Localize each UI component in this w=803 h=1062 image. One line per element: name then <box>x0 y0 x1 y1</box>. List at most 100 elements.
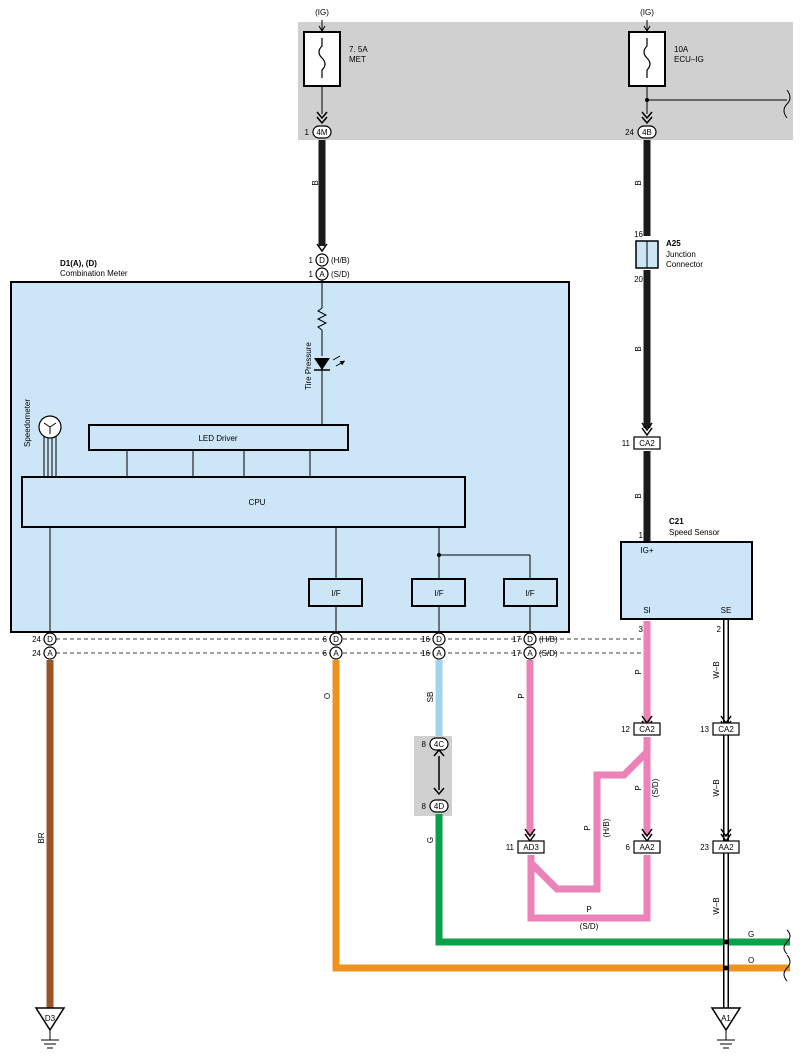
interface-block-2 <box>411 578 466 607</box>
svg-text:IG+: IG+ <box>640 546 653 555</box>
svg-text:20: 20 <box>634 275 643 284</box>
svg-text:P: P <box>583 825 592 830</box>
svg-text:O: O <box>323 693 332 699</box>
ground-d3-icon <box>34 1007 66 1032</box>
pin-4m-number: 1 <box>305 128 310 137</box>
svg-text:P: P <box>634 785 643 790</box>
svg-text:2: 2 <box>717 625 722 634</box>
svg-text:1: 1 <box>639 531 644 540</box>
svg-text:13: 13 <box>700 725 709 734</box>
led-driver-label: LED Driver <box>198 434 237 443</box>
connector-aa2-23 <box>712 840 740 854</box>
meter-pin-6a <box>329 646 343 660</box>
svg-text:BR: BR <box>37 832 46 843</box>
wire-g <box>435 814 790 946</box>
svg-text:(S/D): (S/D) <box>580 922 599 931</box>
svg-text:AD3: AD3 <box>523 843 539 852</box>
svg-text:W–B: W–B <box>712 661 721 678</box>
svg-text:I/F: I/F <box>525 589 534 598</box>
wire-break-orange <box>783 954 791 982</box>
svg-text:CA2: CA2 <box>718 725 734 734</box>
cpu-block <box>21 476 466 528</box>
svg-text:8: 8 <box>422 802 427 811</box>
meter-pin-d-variant: (H/B) <box>331 256 350 265</box>
resistor-icon <box>316 307 328 331</box>
ig-label-right: (IG) <box>640 8 654 17</box>
svg-text:16: 16 <box>421 635 430 644</box>
meter-pin-24a <box>43 646 57 660</box>
fuse-ecu-rating: 10A <box>674 45 689 54</box>
svg-text:I/F: I/F <box>434 589 443 598</box>
svg-text:D: D <box>527 635 533 644</box>
svg-text:3: 3 <box>639 625 644 634</box>
svg-text:B: B <box>634 493 643 498</box>
svg-text:B: B <box>634 180 643 185</box>
svg-text:D3: D3 <box>45 1014 56 1023</box>
meter-pin-17a <box>523 646 537 660</box>
meter-pin-24d <box>43 632 57 646</box>
tire-pressure-label: Tire Pressure <box>304 342 313 390</box>
led-icon <box>314 358 330 370</box>
svg-text:D: D <box>319 256 325 265</box>
wire-break-right-top <box>783 89 791 119</box>
pin-4b-number: 24 <box>625 128 634 137</box>
meter-pin-d-number: 1 <box>309 256 314 265</box>
svg-text:24: 24 <box>32 635 41 644</box>
speed-sensor-code: C21 <box>669 517 684 526</box>
svg-text:A1: A1 <box>721 1014 731 1023</box>
svg-text:(S/D): (S/D) <box>539 649 558 658</box>
meter-pin-16d <box>432 632 446 646</box>
meter-pin-16a <box>432 646 446 660</box>
svg-text:24: 24 <box>32 649 41 658</box>
svg-text:SI: SI <box>643 606 651 615</box>
meter-pin-a-variant: (S/D) <box>331 270 350 279</box>
ground-a1-icon <box>710 1007 742 1032</box>
meter-pin-6d <box>329 632 343 646</box>
svg-text:11: 11 <box>506 843 515 852</box>
wire-o <box>332 660 790 972</box>
svg-text:A: A <box>47 649 53 658</box>
svg-text:4D: 4D <box>434 802 444 811</box>
connector-ca2-13 <box>712 722 740 736</box>
svg-text:A: A <box>527 649 533 658</box>
wire-label-b1: B <box>311 180 320 185</box>
svg-text:11: 11 <box>622 439 631 448</box>
connector-4d <box>429 799 449 813</box>
svg-text:D: D <box>436 635 442 644</box>
cpu-label: CPU <box>249 498 266 507</box>
svg-text:12: 12 <box>621 725 630 734</box>
svg-text:SE: SE <box>721 606 732 615</box>
combination-meter-box <box>10 281 570 633</box>
interface-block-1 <box>308 578 363 607</box>
svg-text:17: 17 <box>512 635 521 644</box>
fuse-met-rating: 7. 5A <box>349 45 368 54</box>
led-driver-block <box>88 424 349 451</box>
svg-text:CA2: CA2 <box>639 725 655 734</box>
speed-sensor-box <box>620 541 753 620</box>
svg-text:G: G <box>748 930 754 939</box>
connector-ca2-12 <box>633 722 661 736</box>
junction-code: A25 <box>666 239 681 248</box>
svg-text:A: A <box>436 649 442 658</box>
connector-ad3 <box>517 840 545 854</box>
svg-text:16: 16 <box>421 649 430 658</box>
svg-text:6: 6 <box>626 843 631 852</box>
fuse-met-name: MET <box>349 55 366 64</box>
svg-text:(H/B): (H/B) <box>539 635 558 644</box>
svg-text:6: 6 <box>323 635 328 644</box>
svg-text:P: P <box>634 669 643 674</box>
svg-text:G: G <box>426 837 435 843</box>
svg-text:D: D <box>333 635 339 644</box>
svg-text:8: 8 <box>422 740 427 749</box>
speedometer-label: Speedometer <box>23 399 32 447</box>
meter-pin-17d <box>523 632 537 646</box>
wire-p-sd-bottom <box>527 855 651 922</box>
svg-text:P: P <box>517 693 526 698</box>
svg-text:CA2: CA2 <box>639 439 655 448</box>
svg-text:W–B: W–B <box>712 897 721 914</box>
meter-name: Combination Meter <box>60 269 128 278</box>
ig-label-left: (IG) <box>315 8 329 17</box>
meter-pin-a-number: 1 <box>309 270 314 279</box>
